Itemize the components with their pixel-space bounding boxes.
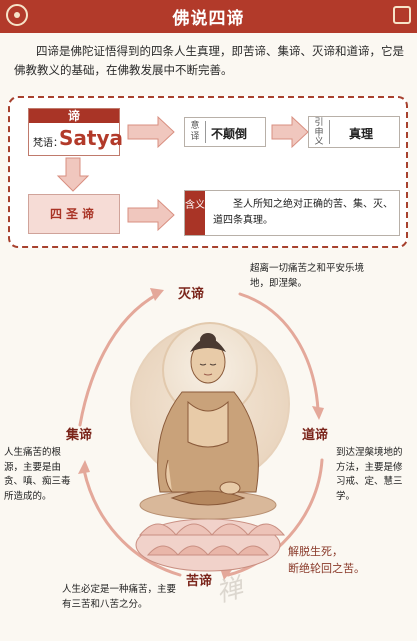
dao-note: 到达涅槃境地的方法，主要是修习戒、定、慧三学。	[336, 447, 403, 502]
arrow-icon	[312, 406, 324, 420]
center-note: 解脱生死， 断绝轮回之苦。	[288, 543, 365, 577]
page-title: 佛说四谛	[172, 9, 245, 29]
definition-box: 含义 圣人所知之绝对正确的苦、集、灭、道四条真理。	[184, 190, 400, 236]
center-note-line1: 解脱生死，	[288, 545, 343, 558]
divider	[205, 121, 206, 143]
intro-paragraph: 四谛是佛陀证悟得到的四条人生真理，即苦谛、集谛、灭谛和道谛，它是佛教教义的基础，…	[14, 44, 404, 77]
arrow-icon	[220, 568, 232, 580]
meaning-box: 意译 不颠倒	[184, 117, 266, 147]
ji-note: 人生痛苦的根源，主要是由贪、嗔、痴三毒所造成的。	[4, 447, 71, 502]
ornament-icon	[393, 6, 411, 24]
mie-note: 超离一切痛苦之和平安乐境地，即涅槃。	[250, 263, 365, 289]
node-ji: 集谛	[66, 428, 93, 443]
node-mie: 灭谛	[178, 287, 205, 302]
arrow-icon	[150, 288, 164, 301]
satya-box: 谛 梵语： Satya	[28, 108, 123, 156]
four-truths-label: 四圣谛	[49, 207, 98, 221]
sanskrit-label: 梵语：	[33, 138, 63, 149]
ku-note: 人生必定是一种痛苦，主要有三苦和八苦之分。	[62, 584, 177, 610]
node-ku: 苦谛	[186, 574, 213, 589]
node-dao: 道谛	[302, 428, 329, 443]
definition-text: 圣人所知之绝对正确的苦、集、灭、道四条真理。	[213, 199, 393, 226]
divider	[329, 120, 330, 144]
center-note-line2: 断绝轮回之苦。	[288, 562, 365, 575]
meaning-label: 意译	[190, 121, 200, 142]
definition-label: 含义	[185, 191, 205, 235]
satya-heading: 谛	[29, 109, 119, 123]
meaning-value: 不颠倒	[211, 127, 248, 141]
extended-box: 引申义 真理	[308, 116, 400, 148]
header-bar: 佛说四谛	[0, 0, 417, 33]
wheel-icon	[6, 4, 28, 26]
arrow-icon	[78, 460, 90, 474]
sanskrit-word: Satya	[59, 126, 123, 150]
extended-value: 真理	[349, 127, 374, 141]
four-truths-box: 四圣谛	[28, 194, 120, 234]
extended-label: 引申义	[314, 118, 324, 147]
